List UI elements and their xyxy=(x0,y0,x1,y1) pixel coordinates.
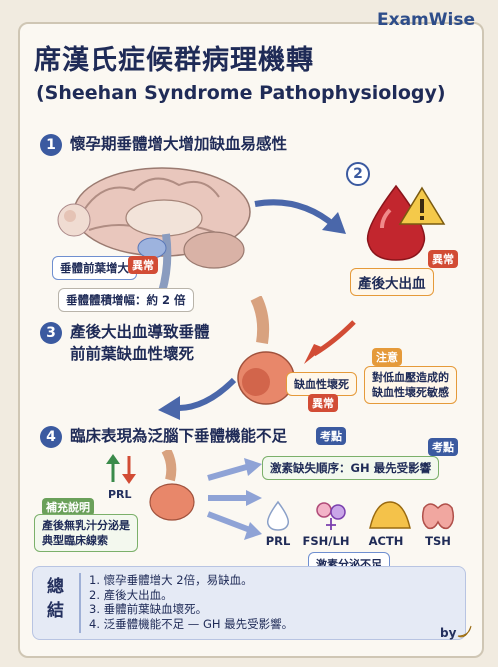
gender-icon xyxy=(316,502,346,530)
red-arrow-to-step3 xyxy=(304,320,356,364)
pituitary-small-illustration xyxy=(149,450,195,521)
summary-item: 2. 產後大出血。 xyxy=(89,587,173,602)
volume-increase-label: 垂體體積增幅：約 2 倍 xyxy=(58,288,194,312)
summary-item: 1. 懷孕垂體增大 2倍，易缺血。 xyxy=(89,573,253,587)
note-box: 對低血壓造成的 缺血性壞死敏感 xyxy=(364,366,457,404)
exam-point-tag-1: 考點 xyxy=(316,427,346,445)
blood-drop-icon xyxy=(366,184,446,261)
adrenal-icon xyxy=(369,501,411,529)
arrow-up-icon xyxy=(106,454,120,482)
hormone-label-acth: ACTH xyxy=(368,534,404,548)
step-1-text: 懷孕期垂體增大增加缺血易感性 xyxy=(70,135,288,153)
arrow-down-icon xyxy=(122,456,136,484)
step-4-text: 臨床表現為泛腦下垂體機能不足 xyxy=(70,427,288,445)
page-title: 席漢氏症候群病理機轉 xyxy=(34,45,314,76)
hormone-arrows xyxy=(206,458,262,540)
note-line-1: 對低血壓造成的 xyxy=(372,371,449,384)
step-3-line-2: 前前葉缺血性壞死 xyxy=(70,345,195,363)
thyroid-icon xyxy=(421,503,455,530)
abnormal-tag-1: 異常 xyxy=(128,256,158,274)
infographic-card xyxy=(18,22,484,658)
note-line-2: 缺血性壞死敏感 xyxy=(372,386,449,399)
milk-drop-icon xyxy=(266,500,290,531)
supplement-tag: 補充說明 xyxy=(42,498,94,516)
prl-small-label: PRL xyxy=(108,488,132,501)
brand-logo: ExamWise xyxy=(377,10,475,30)
arrow-to-step4 xyxy=(158,377,237,420)
supplement-box: 產後無乳汁分泌是 典型臨床線索 xyxy=(34,514,138,552)
supplement-line-1: 產後無乳汁分泌是 xyxy=(42,519,130,532)
summary-item: 3. 垂體前葉缺血壞死。 xyxy=(89,602,208,616)
abnormal-tag-3: 異常 xyxy=(308,394,338,412)
banana-icon xyxy=(457,625,472,638)
exam-point-tag-2: 考點 xyxy=(428,438,458,456)
arrow-to-step2 xyxy=(254,199,346,234)
hormone-label-prl: PRL xyxy=(265,534,291,548)
hormone-order-box: 激素缺失順序：GH 最先受影響 xyxy=(262,456,440,480)
step-2-number: 2 xyxy=(346,162,370,186)
summary-title: 總 結 xyxy=(47,577,64,621)
summary-list: 1. 懷孕垂體增大 2倍，易缺血。 2. 產後大出血。 3. 垂體前葉缺血壞死。… xyxy=(89,573,293,631)
by-label: by xyxy=(440,626,457,640)
pph-label: 產後大出血 xyxy=(350,268,434,296)
step-3-line-1: 產後大出血導致垂體 xyxy=(70,323,210,341)
step-1-number: 1 xyxy=(40,134,62,156)
summary-item: 4. 泛垂體機能不足 — GH 最先受影響。 xyxy=(89,616,294,631)
abnormal-tag-2: 異常 xyxy=(428,250,458,268)
ischemic-necrosis-label: 缺血性壞死 xyxy=(286,372,357,396)
step-3-number: 3 xyxy=(40,322,62,344)
step-4-number: 4 xyxy=(40,426,62,448)
summary-box: 總 結 1. 懷孕垂體增大 2倍，易缺血。 2. 產後大出血。 3. 垂體前葉缺… xyxy=(32,566,466,640)
hormone-icons xyxy=(266,500,455,531)
supplement-line-2: 典型臨床線索 xyxy=(42,534,108,547)
hormone-label-fsh-lh: FSH/LH xyxy=(302,534,350,548)
pituitary-enlarged-label: 垂體前葉增大 xyxy=(52,256,137,280)
brain-illustration xyxy=(57,167,251,294)
hormone-label-tsh: TSH xyxy=(425,534,451,548)
page-subtitle: (Sheehan Syndrome Pathophysiology) xyxy=(36,82,446,104)
note-tag: 注意 xyxy=(372,348,402,366)
warning-icon xyxy=(398,186,446,225)
